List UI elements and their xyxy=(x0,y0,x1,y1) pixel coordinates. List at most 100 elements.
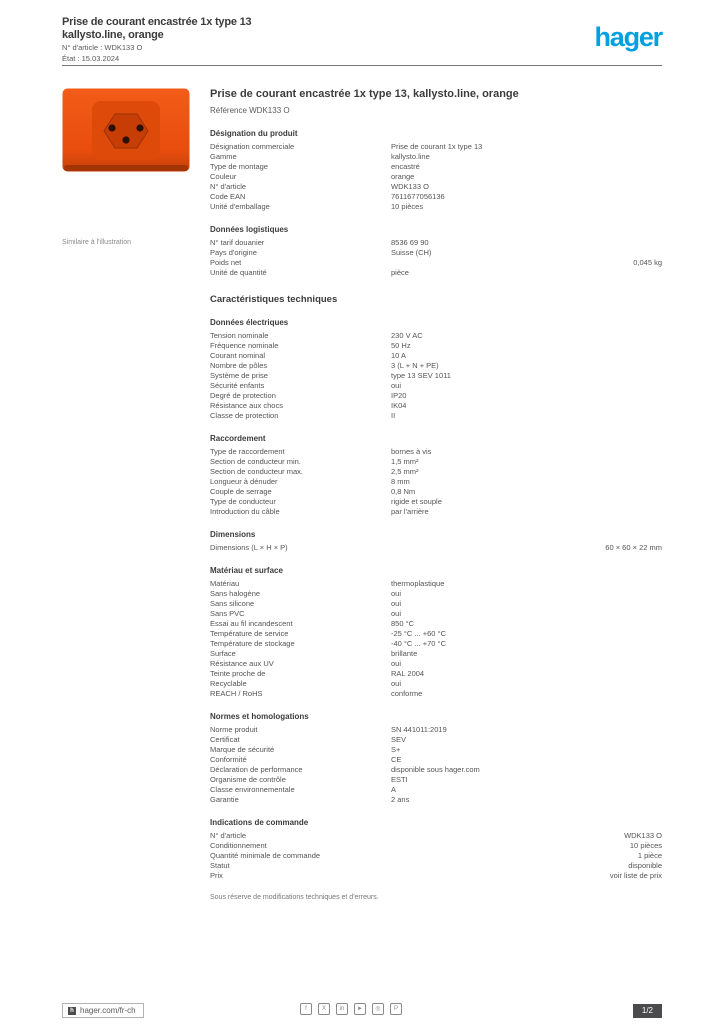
spec-value: oui xyxy=(391,679,402,688)
document-header: Prise de courant encastrée 1x type 13 ka… xyxy=(62,16,662,63)
spec-label: Surface xyxy=(210,649,236,658)
header-divider xyxy=(62,65,662,66)
spec-label: N° tarif douanier xyxy=(210,238,265,247)
spec-label: Désignation commerciale xyxy=(210,142,295,151)
spec-value: 10 A xyxy=(391,351,407,360)
spec-value: ESTI xyxy=(391,775,408,784)
spec-value: 60 × 60 × 22 mm xyxy=(605,543,662,552)
spec-label: Code EAN xyxy=(210,192,246,201)
spec-value: Suisse (CH) xyxy=(391,248,432,257)
spec-row: Résistance aux chocs IK04 xyxy=(210,401,662,411)
spec-label: Section de conducteur max. xyxy=(210,467,303,476)
spec-row: Degré de protection IP20 xyxy=(210,391,662,401)
spec-value: 10 pièces xyxy=(629,841,662,850)
spec-row: Garantie 2 ans xyxy=(210,795,662,805)
spec-label: Sans halogène xyxy=(210,589,261,598)
spec-value: oui xyxy=(391,659,402,668)
spec-value: oui xyxy=(391,381,402,390)
website-link[interactable]: h hager.com/fr-ch xyxy=(62,1003,144,1018)
spec-label: Longueur à dénuder xyxy=(210,477,278,486)
spec-label: N° d'article xyxy=(210,831,247,840)
spec-value: 850 °C xyxy=(391,619,415,628)
spec-value: RAL 2004 xyxy=(391,669,425,678)
header-reference: N° d'article : WDK133 O xyxy=(62,43,143,52)
spec-value: conforme xyxy=(391,689,423,698)
spec-label: Organisme de contrôle xyxy=(210,775,286,784)
spec-value: 2 ans xyxy=(391,795,410,804)
spec-label: Marque de sécurité xyxy=(210,745,275,754)
linkedin-icon[interactable]: in xyxy=(336,1003,348,1015)
spec-label: Conformité xyxy=(210,755,247,764)
spec-value: 7611677056136 xyxy=(391,192,445,201)
spec-label: Introduction du câble xyxy=(210,507,280,516)
spec-label: Système de prise xyxy=(210,371,268,380)
header-title-line1: Prise de courant encastrée 1x type 13 xyxy=(62,16,252,28)
spec-label: Norme produit xyxy=(210,725,258,734)
spec-label: Poids net xyxy=(210,258,242,267)
spec-label: Garantie xyxy=(210,795,239,804)
spec-row: Déclaration de performance disponible sou… xyxy=(210,765,662,775)
youtube-icon[interactable]: ► xyxy=(354,1003,366,1015)
spec-value: IK04 xyxy=(391,401,407,410)
spec-value: thermoplastique xyxy=(391,579,445,588)
spec-value: II xyxy=(391,411,396,420)
hager-cube-icon: h xyxy=(68,1006,76,1015)
spec-label: Degré de protection xyxy=(210,391,276,400)
spec-label: Classe de protection xyxy=(210,411,279,420)
spec-label: Couleur xyxy=(210,172,237,181)
main-content: Similaire à l'illustration Prise de cour… xyxy=(62,88,662,902)
spec-value: disponible sous hager.com xyxy=(391,765,480,774)
x-twitter-icon[interactable]: X xyxy=(318,1003,330,1015)
product-title: Prise de courant encastrée 1x type 13, k… xyxy=(210,88,519,100)
spec-value: IP20 xyxy=(391,391,407,400)
spec-label: N° d'article xyxy=(210,182,247,191)
spec-value: type 13 SEV 1011 xyxy=(391,371,451,380)
spec-label: REACH / RoHS xyxy=(210,689,263,698)
instagram-icon[interactable]: ◎ xyxy=(372,1003,384,1015)
spec-label: Résistance aux chocs xyxy=(210,401,283,410)
spec-value: 8536 69 90 xyxy=(391,238,429,247)
spec-row: Surface brillante xyxy=(210,649,662,659)
spec-row: Poids net 0,045 kg xyxy=(210,258,662,268)
spec-label: Section de conducteur min. xyxy=(210,457,301,466)
spec-value: encastré xyxy=(391,162,420,171)
section-title: Normes et homologations xyxy=(210,712,309,721)
facebook-icon[interactable]: f xyxy=(300,1003,312,1015)
spec-label: Prix xyxy=(210,871,223,880)
spec-value: A xyxy=(391,785,397,794)
spec-label: Pays d'origine xyxy=(210,248,257,257)
spec-label: Résistance aux UV xyxy=(210,659,274,668)
spec-value: voir liste de prix xyxy=(609,871,662,880)
spec-label: Fréquence nominale xyxy=(210,341,279,350)
spec-label: Déclaration de performance xyxy=(210,765,303,774)
spec-label: Sans PVC xyxy=(210,609,245,618)
spec-value: -40 °C ... +70 °C xyxy=(391,639,446,648)
spec-row: REACH / RoHS conforme xyxy=(210,689,662,699)
pinterest-icon[interactable]: P xyxy=(390,1003,402,1015)
spec-value: 0,045 kg xyxy=(633,258,662,267)
spec-row: Résistance aux UV oui xyxy=(210,659,662,669)
spec-value: brillante xyxy=(391,649,418,658)
